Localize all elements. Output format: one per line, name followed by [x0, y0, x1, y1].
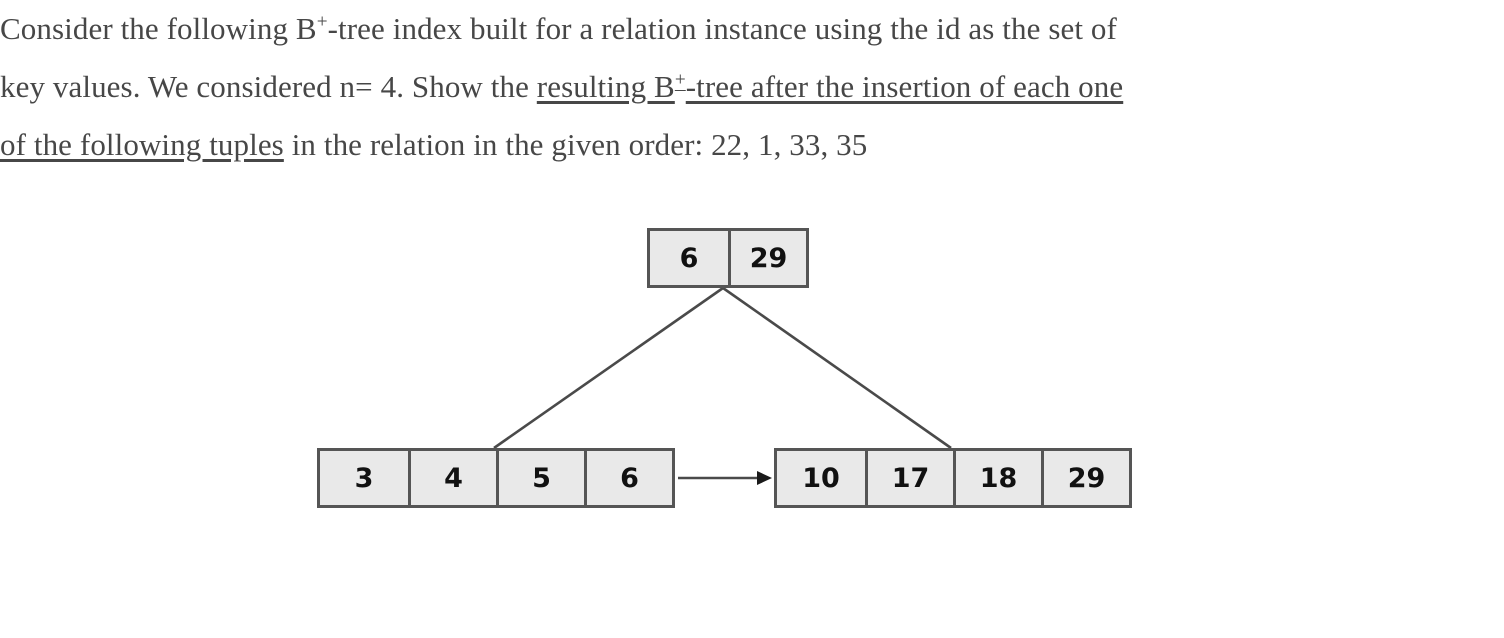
leaf-left-key-2[interactable]: 5	[496, 451, 584, 505]
question-line-1: Consider the following B+-tree index bui…	[0, 0, 1470, 58]
leaf-left-key-1[interactable]: 4	[408, 451, 496, 505]
question-text-block: Consider the following B+-tree index bui…	[0, 0, 1470, 174]
leaf-node-right[interactable]: 10 17 18 29	[774, 448, 1132, 508]
question-line-2-underlined-part-1: resulting B	[536, 69, 675, 104]
root-node[interactable]: 6 29	[647, 228, 809, 288]
b-plus-superscript-2: +	[674, 69, 686, 91]
question-line-2-part-1: key values. We considered n= 4. Show the	[0, 69, 537, 104]
tree-edge-layer	[493, 286, 952, 485]
question-line-3-underlined-part: of the following tuples	[0, 127, 284, 162]
edge-root-to-right-leaf	[722, 286, 952, 450]
leaf-right-key-1[interactable]: 17	[865, 451, 953, 505]
root-node-key-0[interactable]: 6	[650, 231, 728, 285]
question-line-3: of the following tuples in the relation …	[0, 116, 1470, 174]
leaf-right-key-2[interactable]: 18	[953, 451, 1041, 505]
edge-root-to-left-leaf	[493, 286, 724, 450]
question-line-2: key values. We considered n= 4. Show the…	[0, 58, 1470, 116]
root-node-key-1[interactable]: 29	[728, 231, 806, 285]
edge-leaf-sibling-arrowhead	[757, 471, 772, 485]
btree-diagram: 6 29 3 4 5 6 10 17 18 29	[0, 200, 1504, 540]
question-line-3-plain-part: in the relation in the given order: 22, …	[283, 127, 868, 162]
leaf-left-key-3[interactable]: 6	[584, 451, 672, 505]
leaf-left-key-0[interactable]: 3	[320, 451, 408, 505]
leaf-right-key-0[interactable]: 10	[777, 451, 865, 505]
question-line-1-part-1: Consider the following B	[0, 11, 317, 46]
question-line-2-underlined-part-2: -tree after the insertion of each one	[685, 69, 1124, 104]
leaf-node-left[interactable]: 3 4 5 6	[317, 448, 675, 508]
b-plus-superscript-1: +	[316, 11, 328, 33]
question-line-1-part-3: -tree index built for a relation instanc…	[327, 11, 1117, 46]
leaf-right-key-3[interactable]: 29	[1041, 451, 1129, 505]
